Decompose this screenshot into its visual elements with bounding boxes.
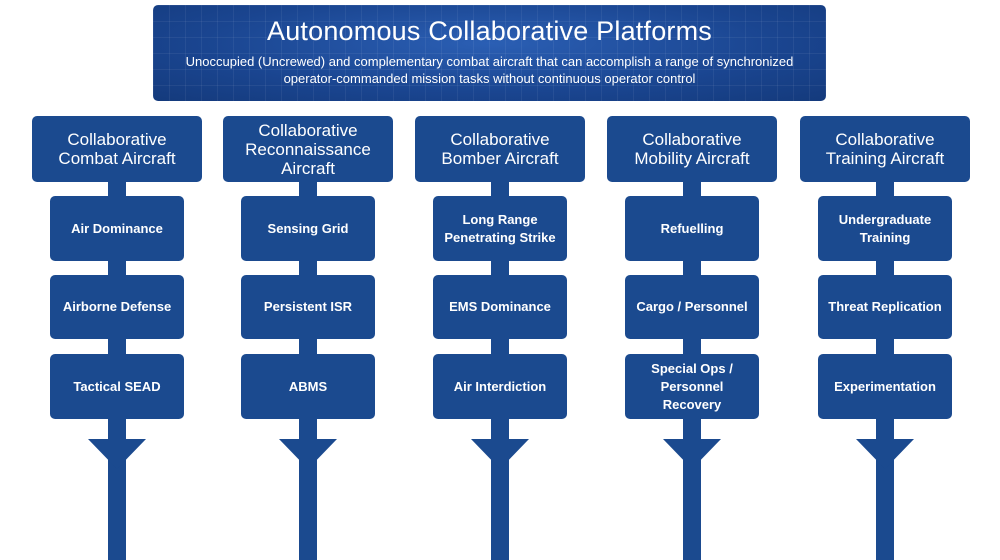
diagram-subtitle: Unoccupied (Uncrewed) and complementary …: [185, 54, 794, 86]
task-box: Air Dominance: [50, 196, 184, 261]
task-box: Cargo / Personnel: [625, 275, 759, 339]
task-box: Tactical SEAD: [50, 354, 184, 419]
column-header: Collaborative Mobility Aircraft: [607, 116, 777, 182]
arrow-down-icon: [663, 439, 721, 469]
column-header: Collaborative Combat Aircraft: [32, 116, 202, 182]
task-box: Persistent ISR: [241, 275, 375, 339]
task-box: Air Interdiction: [433, 354, 567, 419]
task-box: Airborne Defense: [50, 275, 184, 339]
arrow-down-icon: [88, 439, 146, 469]
column-training: Collaborative Training Aircraft Undergra…: [800, 116, 970, 560]
task-box: Refuelling: [625, 196, 759, 261]
task-box: Sensing Grid: [241, 196, 375, 261]
column-bomber: Collaborative Bomber Aircraft Long Range…: [415, 116, 585, 560]
task-box: Special Ops / Personnel Recovery: [625, 354, 759, 419]
column-combat: Collaborative Combat Aircraft Air Domina…: [32, 116, 202, 560]
arrow-down-icon: [279, 439, 337, 469]
diagram-title: Autonomous Collaborative Platforms: [266, 16, 712, 46]
task-box: Experimentation: [818, 354, 952, 419]
arrow-down-icon: [856, 439, 914, 469]
task-box: Long Range Penetrating Strike: [433, 196, 567, 261]
column-header: Collaborative Training Aircraft: [800, 116, 970, 182]
column-mobility: Collaborative Mobility Aircraft Refuelli…: [607, 116, 777, 560]
column-header: Collaborative Reconnaissance Aircraft: [223, 116, 393, 182]
task-box: Undergraduate Training: [818, 196, 952, 261]
header-banner: Autonomous Collaborative Platforms Unocc…: [153, 5, 826, 101]
column-reconnaissance: Collaborative Reconnaissance Aircraft Se…: [223, 116, 393, 560]
arrow-down-icon: [471, 439, 529, 469]
task-box: ABMS: [241, 354, 375, 419]
task-box: EMS Dominance: [433, 275, 567, 339]
task-box: Threat Replication: [818, 275, 952, 339]
column-header: Collaborative Bomber Aircraft: [415, 116, 585, 182]
